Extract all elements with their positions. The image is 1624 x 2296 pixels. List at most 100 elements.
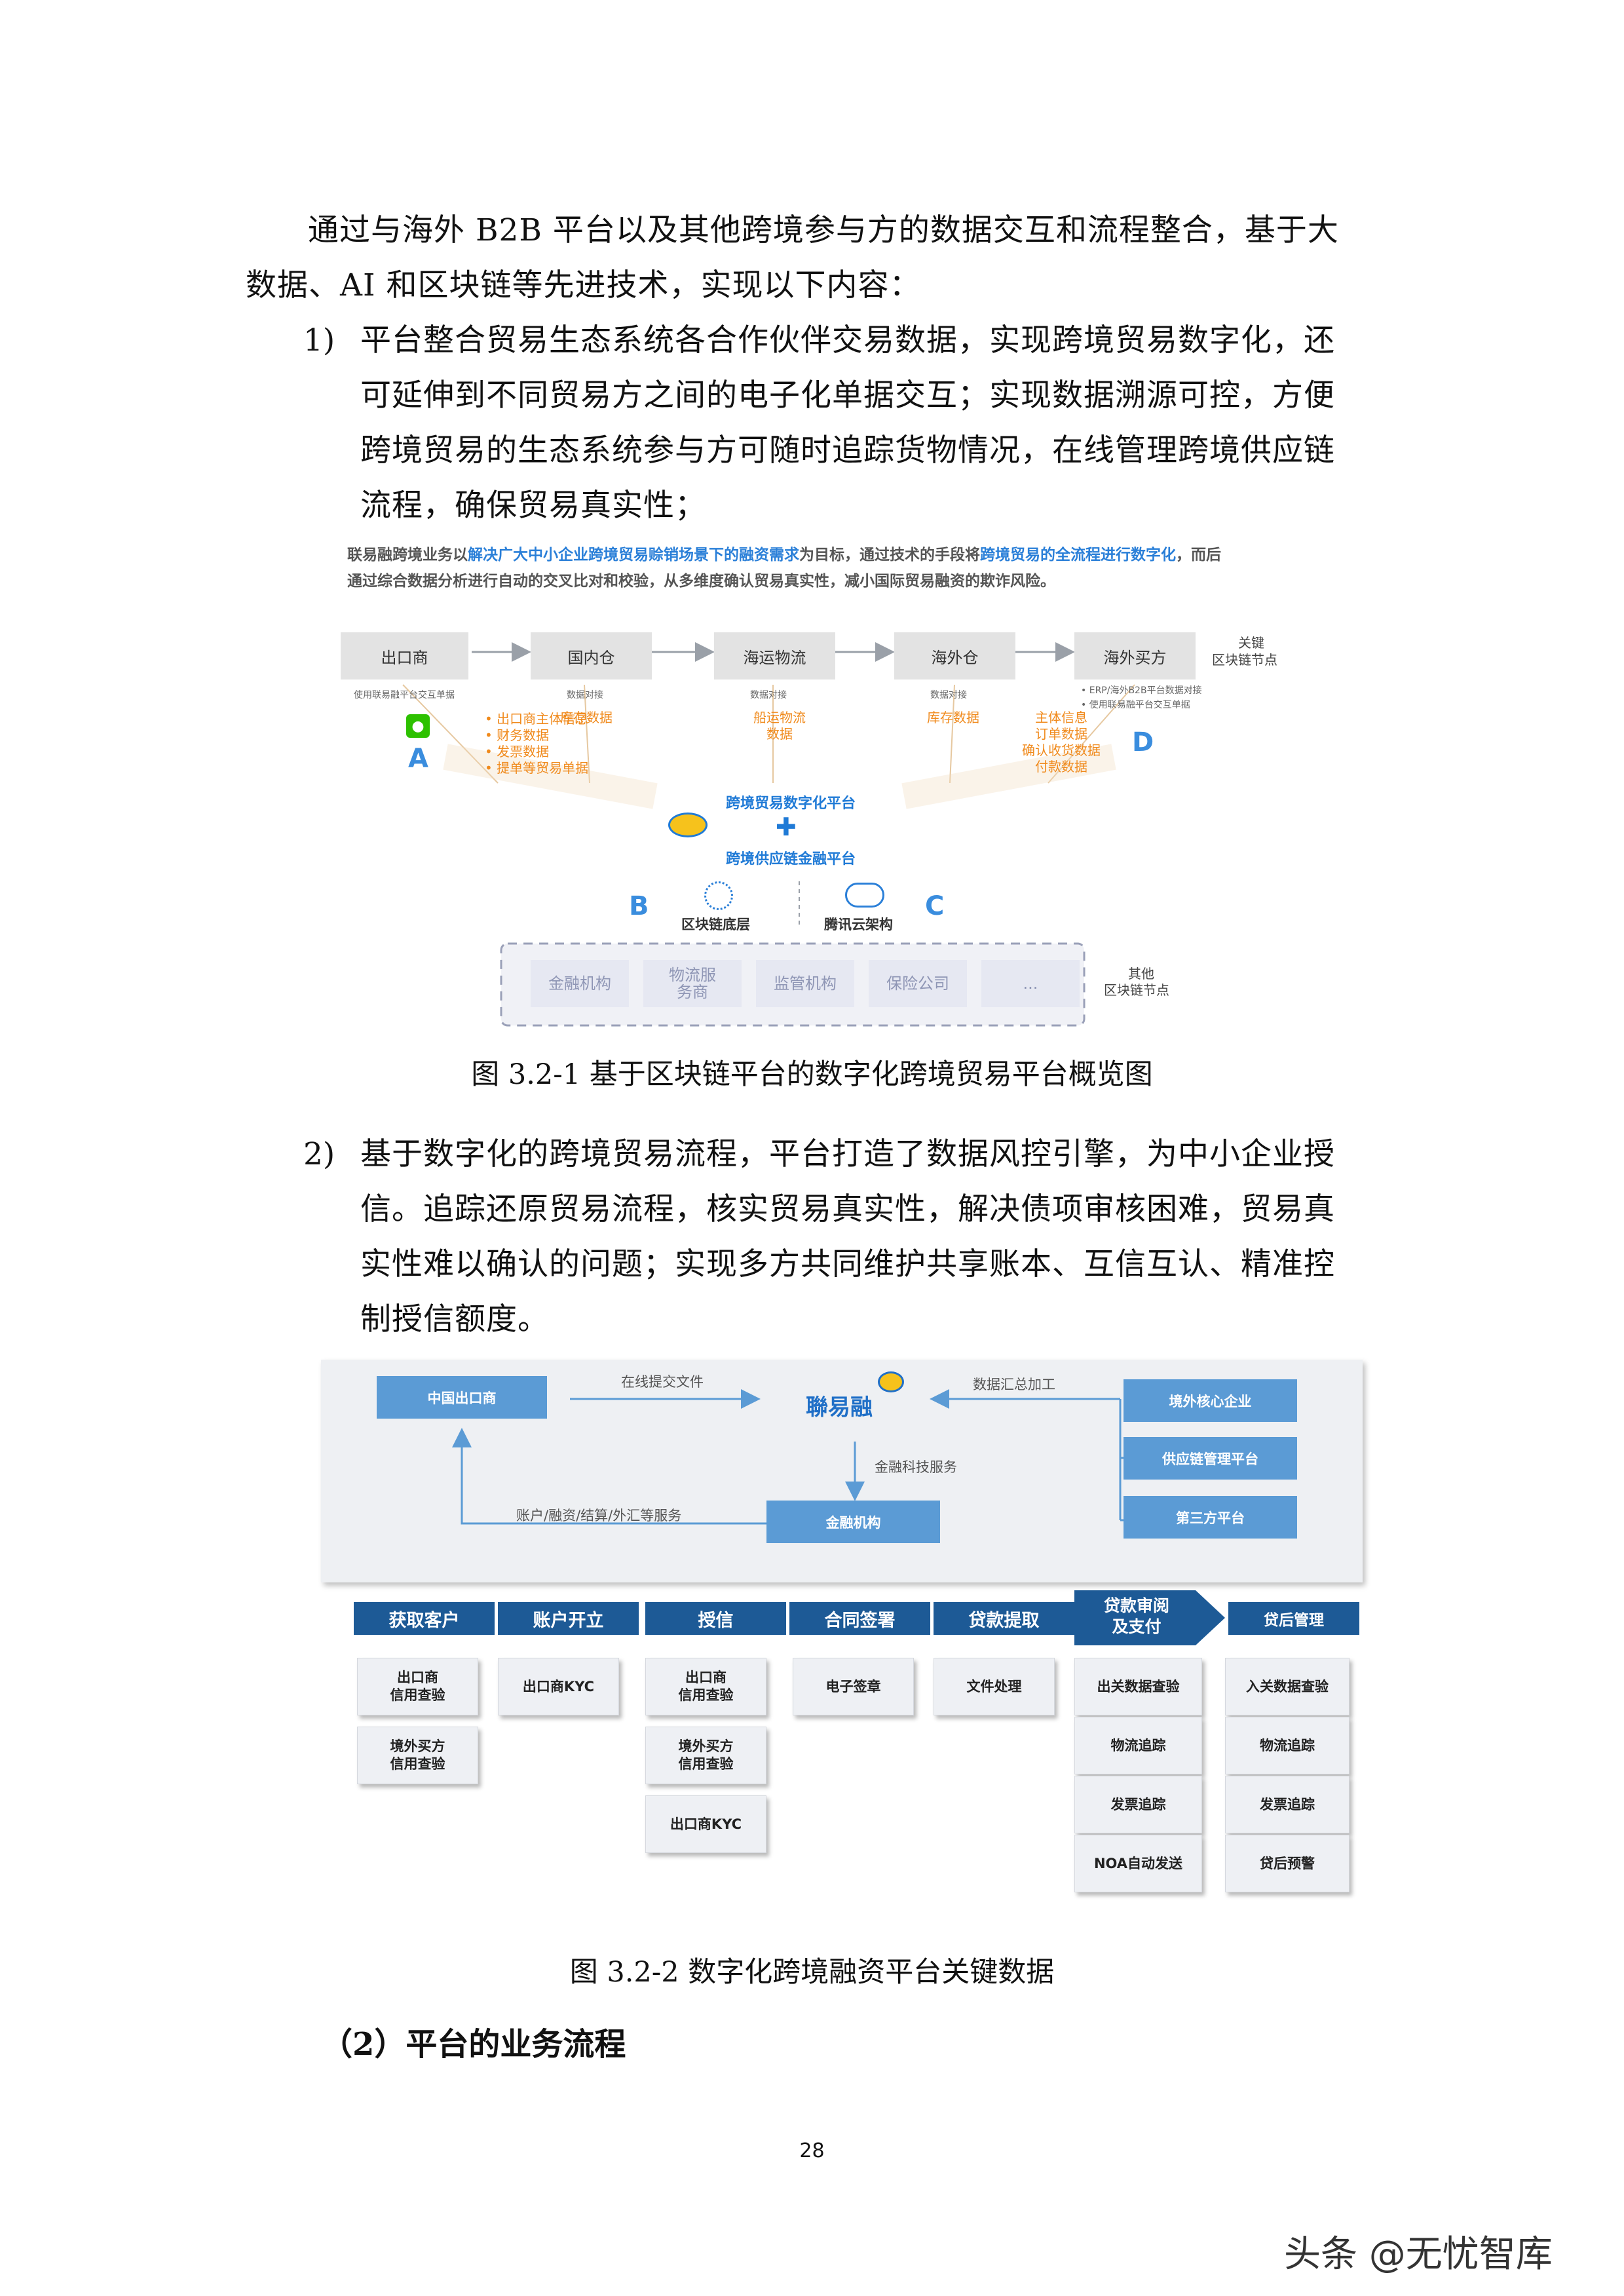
figure-1: 联易融跨境业务以解决广大中小企业跨境贸易赊销场景下的融资需求为目标，通过技术的手… (341, 534, 1310, 1032)
stock-data-1: 库存数据 (560, 710, 613, 725)
list-number-1: 1) (303, 322, 335, 358)
platform-supply-finance: 跨境供应链金融平台 (726, 851, 856, 868)
item2-line-1: 基于数字化的跨境贸易流程，平台打造了数据风控引擎，为中小企业授 (360, 1136, 1335, 1172)
card-credit-kyc: 出口商KYC (645, 1795, 766, 1853)
other-more: ... (981, 960, 1080, 1007)
blockchain-icon (704, 881, 733, 910)
card-import-check: 入关数据查验 (1225, 1658, 1350, 1715)
card-credit-buyer: 境外买方 信用查验 (645, 1727, 766, 1784)
node-domestic-warehouse: 国内仓 (531, 632, 652, 679)
fig2-connectors (452, 1389, 1124, 1525)
figure-2-caption: 图 3.2-2 数字化跨境融资平台关键数据 (569, 1956, 1055, 1989)
china-exporter-box: 中国出口商 (377, 1376, 547, 1419)
fig1-header-line-2: 通过综合数据分析进行自动的交叉比对和校验，从多维度确认贸易真实性，减小国际贸易融… (347, 573, 1055, 590)
item1-line-4: 流程，确保贸易真实性； (360, 488, 706, 524)
item2-line-3: 实性难以确认的问题；实现多方共同维护共享账本、互信互认、精准控 (360, 1246, 1335, 1282)
platform-trade-digital: 跨境贸易数字化平台 (726, 795, 856, 812)
sub-domestic: 数据对接 (567, 690, 603, 700)
card-exporter-kyc: 出口商KYC (498, 1658, 619, 1715)
cloud-icon (845, 883, 884, 908)
ship-data-2: 数据 (766, 726, 793, 742)
card-logistics-1: 物流追踪 (1074, 1717, 1202, 1774)
other-regulator: 监管机构 (756, 960, 854, 1007)
node-overseas-buyer: 海外买方 (1074, 632, 1196, 679)
letter-d: D (1132, 727, 1154, 757)
right-note-2: • 使用联易融平台交互单据 (1081, 700, 1190, 710)
sub-overseas-wh: 数据对接 (930, 690, 967, 700)
plus-icon: ✚ (776, 813, 797, 841)
third-party-box: 第三方平台 (1124, 1496, 1297, 1539)
card-post-warning: 贷后预警 (1225, 1835, 1350, 1892)
d-item-4: 付款数据 (1035, 759, 1087, 775)
d-item-1: 主体信息 (1035, 710, 1087, 725)
lianyirong-logo-icon (878, 1371, 904, 1392)
step-acquire: 获取客户 (354, 1602, 495, 1635)
sub-exporter: 使用联易融平台交互单据 (354, 690, 455, 700)
node-overseas-warehouse: 海外仓 (894, 632, 1015, 679)
d-item-3: 确认收货数据 (1022, 742, 1101, 758)
a-item-4: • 提单等贸易单据 (485, 760, 589, 776)
blockchain-label: 区块链底层 (681, 917, 750, 932)
node-ocean-logistics: 海运物流 (714, 632, 835, 679)
intro-line-1: 通过与海外 B2B 平台以及其他跨境参与方的数据交互和流程整合，基于大 (308, 212, 1339, 248)
sub-ocean: 数据对接 (750, 690, 787, 700)
other-node-label-2: 区块链节点 (1104, 982, 1169, 998)
other-insurance: 保险公司 (869, 960, 967, 1007)
card-logistics-2: 物流追踪 (1225, 1717, 1350, 1774)
bank-box: 金融机构 (766, 1501, 940, 1543)
letter-a: A (408, 744, 428, 774)
step-review-arrow (1074, 1590, 1225, 1645)
card-credit-exporter: 出口商 信用查验 (645, 1658, 766, 1715)
step-post-loan: 贷后管理 (1228, 1602, 1359, 1635)
card-invoice-2: 发票追踪 (1225, 1776, 1350, 1833)
overseas-core-box: 境外核心企业 (1124, 1379, 1297, 1422)
bee-logo-icon (668, 813, 708, 837)
node-exporter: 出口商 (341, 632, 468, 679)
card-doc-processing: 文件处理 (934, 1658, 1055, 1715)
item2-line-2: 信。追踪还原贸易流程，核实贸易真实性，解决债项审核困难，贸易真 (360, 1191, 1335, 1227)
section-heading: （2）平台的业务流程 (321, 2026, 626, 2063)
step-review-label: 贷款审阅 及支付 (1103, 1596, 1169, 1636)
step-drawdown: 贷款提取 (934, 1602, 1074, 1635)
item1-line-2: 可延伸到不同贸易方之间的电子化单据交互；实现数据溯源可控，方便 (360, 377, 1335, 413)
ship-data-1: 船运物流 (753, 710, 806, 725)
letter-b: B (629, 891, 649, 921)
step-contract: 合同签署 (789, 1602, 930, 1635)
account-services-label: 账户/融资/结算/外汇等服务 (516, 1508, 682, 1523)
letter-c: C (925, 891, 945, 921)
item1-line-3: 跨境贸易的生态系统参与方可随时追踪货物情况，在线管理跨境供应链 (360, 432, 1335, 469)
step-credit: 授信 (645, 1602, 786, 1635)
aggregate-label: 数据汇总加工 (973, 1377, 1055, 1392)
step-account: 账户开立 (498, 1602, 639, 1635)
item1-line-1: 平台整合贸易生态系统各合作伙伴交易数据，实现跨境贸易数字化，还 (360, 322, 1335, 358)
watermark: 头条 @无忧智库 (1284, 2233, 1553, 2276)
fintech-label: 金融科技服务 (875, 1459, 957, 1475)
other-node-label-1: 其他 (1128, 966, 1154, 982)
figure-2: 中国出口商 在线提交文件 聯易融 数据汇总加工 金融科技服务 账户/融资/结算/… (321, 1360, 1369, 1923)
stock-data-2: 库存数据 (927, 710, 979, 725)
key-node-label-2: 区块链节点 (1212, 652, 1277, 668)
wechat-icon: ● (406, 714, 430, 738)
a-item-1: • 出口商主体信息 (485, 711, 589, 727)
intro-line-2: 数据、AI 和区块链等先进技术，实现以下内容： (246, 267, 921, 303)
card-esign: 电子签章 (793, 1658, 914, 1715)
list-number-2: 2) (303, 1136, 335, 1172)
a-item-2: • 财务数据 (485, 727, 550, 743)
figure-1-caption: 图 3.2-1 基于区块链平台的数字化跨境贸易平台概览图 (471, 1058, 1153, 1091)
fig1-header-line-1: 联易融跨境业务以解决广大中小企业跨境贸易赊销场景下的融资需求为目标，通过技术的手… (347, 546, 1221, 564)
d-item-2: 订单数据 (1035, 726, 1087, 742)
a-item-3: • 发票数据 (485, 744, 550, 759)
step-review-pay: 贷款审阅 及支付 (1074, 1590, 1225, 1645)
lianyirong-logo: 聯易融 (806, 1394, 873, 1421)
scm-platform-box: 供应链管理平台 (1124, 1437, 1297, 1480)
right-note-1: • ERP/海外B2B平台数据对接 (1081, 685, 1202, 696)
cloud-label: 腾讯云架构 (824, 917, 893, 932)
submit-label: 在线提交文件 (621, 1374, 704, 1390)
other-finance: 金融机构 (531, 960, 629, 1007)
fig1-connectors (402, 642, 1135, 1027)
card-invoice-1: 发票追踪 (1074, 1776, 1202, 1833)
page-number: 28 (799, 2139, 825, 2162)
card-exporter-credit: 出口商 信用查验 (357, 1658, 478, 1715)
card-export-check: 出关数据查验 (1074, 1658, 1202, 1715)
other-logistics: 物流服务商 (643, 960, 742, 1007)
